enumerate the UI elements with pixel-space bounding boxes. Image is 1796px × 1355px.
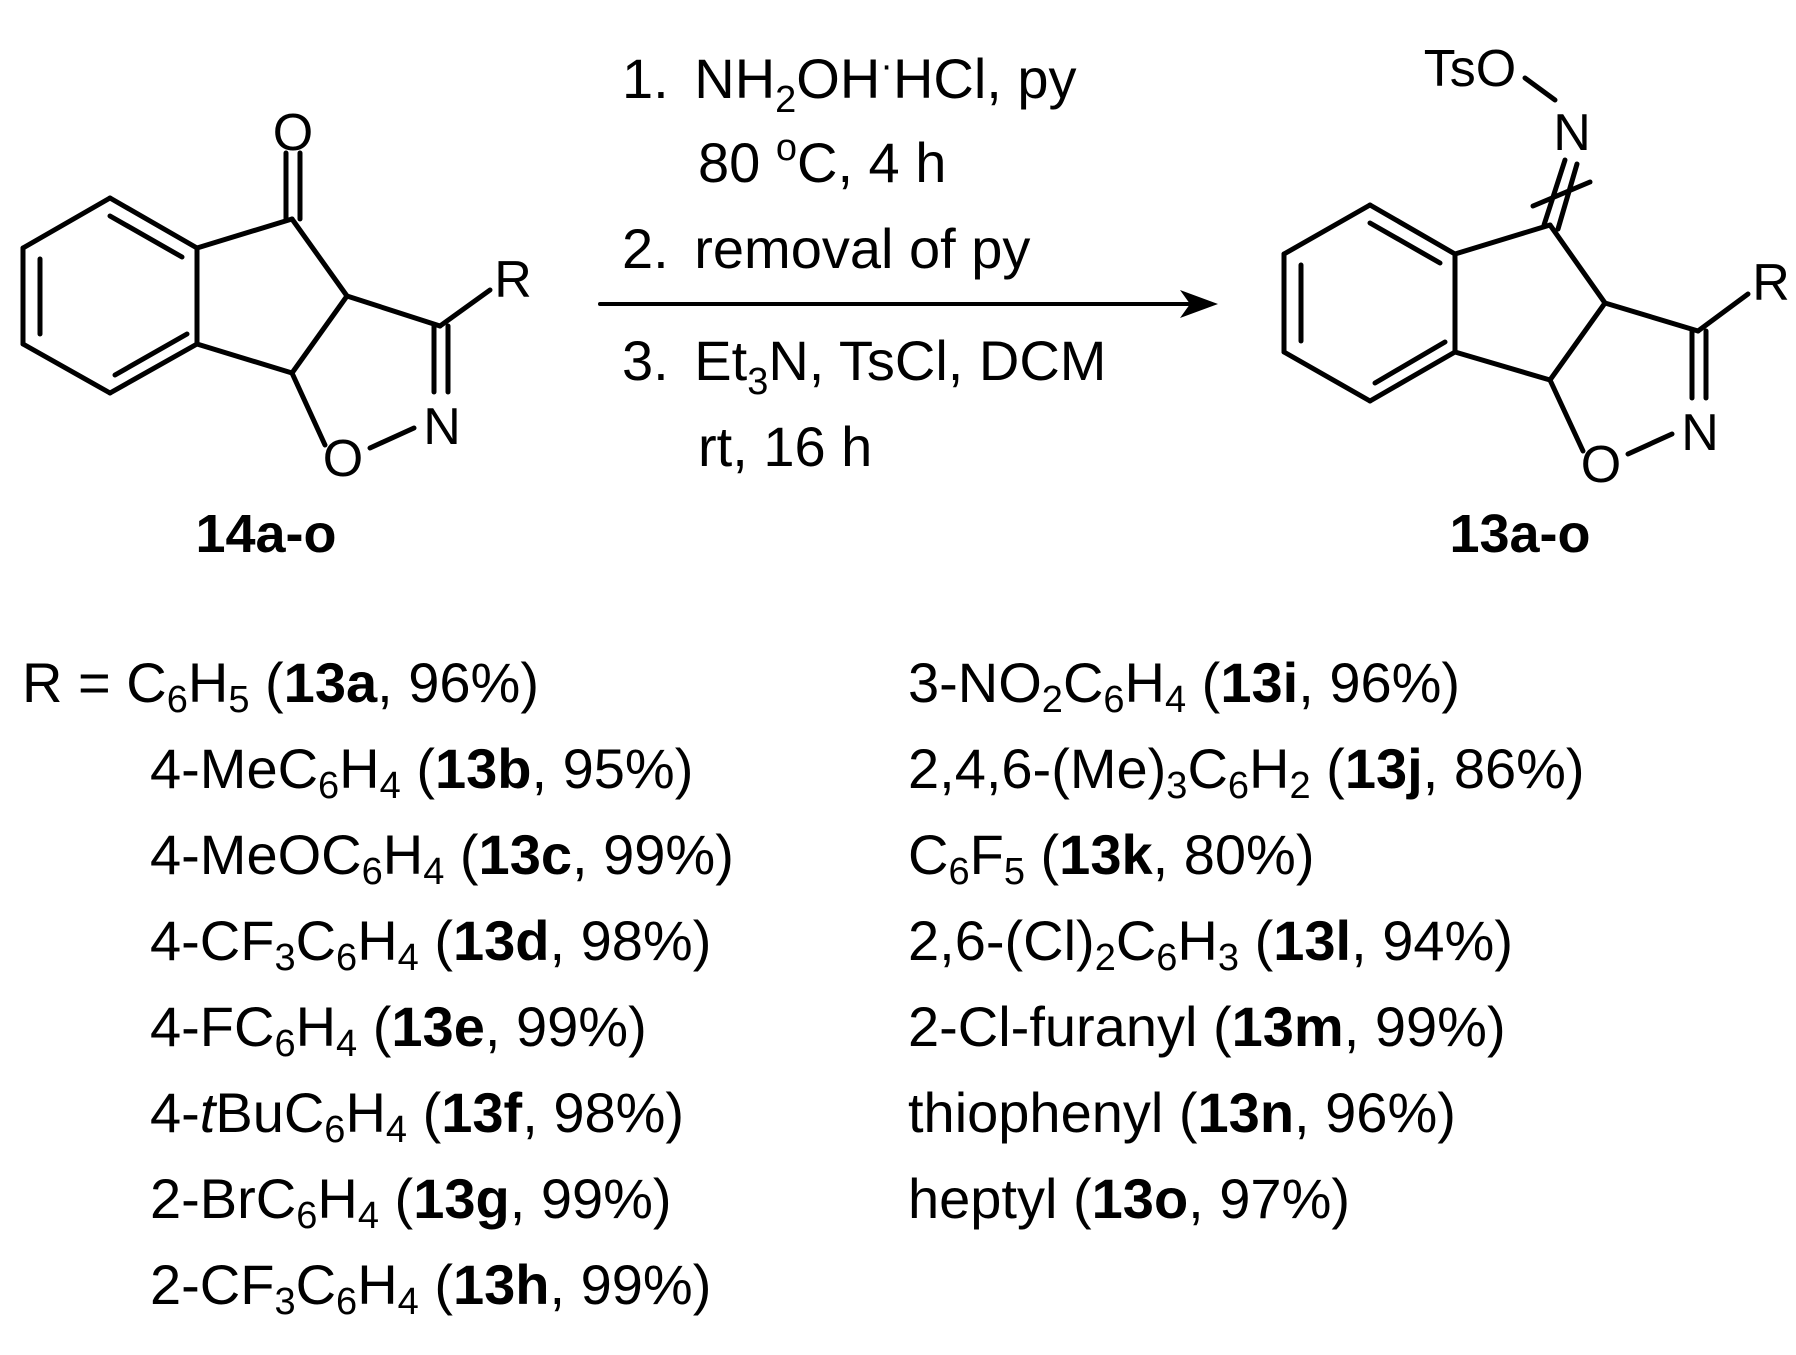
yield-value: 99%: [580, 1253, 693, 1316]
substituent-row-13n: thiophenyl (13n, 96%): [908, 1081, 1456, 1144]
condition-step-2: 2. removal of py: [622, 217, 1030, 280]
yield-value: 98%: [580, 909, 693, 972]
substituent-row-13d: 4-CF3C6H4 (13d, 98%): [150, 909, 712, 979]
product-structure: N TsO R N O: [1281, 40, 1790, 494]
product-R-group: R: [1752, 254, 1790, 312]
yield-value: 99%: [603, 823, 716, 886]
substituent-row-13l: 2,6-(Cl)2C6H3 (13l, 94%): [908, 909, 1513, 979]
compound-code: 13h: [453, 1253, 550, 1316]
substituent-formula: C6H5: [126, 651, 250, 721]
yield-value: 99%: [1374, 995, 1487, 1058]
substituent-column-right: 3-NO2C6H4 (13i, 96%) 2,4,6-(Me)3C6H2 (13j…: [908, 640, 1585, 1242]
substituent-formula: 3-NO2C6H4: [908, 651, 1187, 721]
substituent-formula: 4-tBuC6H4: [150, 1081, 408, 1151]
compound-code: 13f: [441, 1081, 523, 1144]
product-ring-oxygen: O: [1581, 436, 1621, 494]
condition-step-1-line-2: 80 oC, 4 h: [698, 127, 946, 194]
yield-value: 94%: [1382, 909, 1495, 972]
compound-code: 13k: [1059, 823, 1153, 886]
condition-step-3-line-2: rt, 16 h: [698, 415, 872, 478]
yield-value: 99%: [515, 995, 629, 1058]
compound-code: 13g: [413, 1167, 510, 1230]
yield-value: 96%: [1329, 651, 1442, 714]
substituent-formula: 4-FC6H4: [150, 995, 358, 1065]
product-label: 13a-o: [1449, 504, 1590, 564]
substituent-row-13j: 2,4,6-(Me)3C6H2 (13j, 86%): [908, 737, 1585, 807]
reactant-label: 14a-o: [195, 504, 336, 564]
yield-value: 86%: [1453, 737, 1566, 800]
compound-code: 13m: [1231, 995, 1344, 1058]
reactant-R-group: R: [494, 251, 532, 309]
condition-step-3: 3. Et3N, TsCl, DCM: [622, 329, 1106, 403]
product-tosyloxy-group: TsO: [1424, 40, 1516, 98]
compound-code: 13c: [478, 823, 572, 886]
substituent-column-left: R = C6H5 (13a, 96%)4-MeC6H4 (13b, 95%)4-…: [22, 640, 734, 1328]
yield-value: 98%: [553, 1081, 666, 1144]
substituent-formula: 2,4,6-(Me)3C6H2: [908, 737, 1311, 807]
compound-code: 13l: [1273, 909, 1352, 972]
substituent-row-13a: R = C6H5 (13a, 96%): [22, 651, 539, 721]
substituent-table: R = C6H5 (13a, 96%)4-MeC6H4 (13b, 95%)4-…: [0, 640, 1796, 1355]
reactant-benzene-ring: [20, 195, 200, 396]
compound-code: 13d: [453, 909, 550, 972]
substituent-row-13c: 4-MeOC6H4 (13c, 99%): [150, 823, 734, 893]
substituent-row-13e: 4-FC6H4 (13e, 99%): [150, 995, 647, 1065]
substituent-row-13f: 4-tBuC6H4 (13f, 98%): [150, 1081, 685, 1151]
yield-value: 99%: [540, 1167, 653, 1230]
compound-code: 13e: [391, 995, 485, 1058]
compound-code: 13a: [283, 651, 378, 714]
compound-code: 13o: [1091, 1167, 1189, 1230]
yield-value: 97%: [1219, 1167, 1332, 1230]
substituent-formula: 4-CF3C6H4: [150, 909, 419, 979]
substituent-row-13k: C6F5 (13k, 80%): [908, 823, 1315, 893]
reaction-conditions: 1. NH2OH·HCl, py 80 oC, 4 h 2. removal o…: [598, 45, 1218, 478]
substituent-row-13h: 2-CF3C6H4 (13h, 99%): [150, 1253, 712, 1323]
substituent-formula: thiophenyl: [908, 1081, 1164, 1144]
condition-step-1: 1. NH2OH·HCl, py: [622, 45, 1077, 121]
reaction-arrow: [598, 290, 1218, 318]
substituent-formula: C6F5: [908, 823, 1025, 893]
product-ring-nitrogen: N: [1681, 404, 1719, 462]
reactant-carbonyl-oxygen: O: [273, 104, 313, 162]
yield-value: 95%: [562, 737, 675, 800]
substituent-formula: 2,6-(Cl)2C6H3: [908, 909, 1240, 979]
compound-code: 13j: [1344, 737, 1423, 800]
substituent-formula: heptyl: [908, 1167, 1058, 1230]
compound-code: 13b: [434, 737, 532, 800]
product-benzene-ring: [1281, 202, 1458, 404]
reactant-structure: O R N O: [20, 104, 532, 488]
substituent-row-13g: 2-BrC6H4 (13g, 99%): [150, 1167, 672, 1237]
substituent-formula: 2-Cl-furanyl: [908, 995, 1198, 1058]
substituent-row-13i: 3-NO2C6H4 (13i, 96%): [908, 651, 1461, 721]
reactant-ring-nitrogen: N: [423, 398, 461, 456]
substituent-formula: 4-MeOC6H4: [150, 823, 445, 893]
compound-code: 13n: [1197, 1081, 1295, 1144]
substituent-formula: 2-BrC6H4: [150, 1167, 379, 1237]
yield-value: 80%: [1183, 823, 1296, 886]
yield-value: 96%: [408, 651, 521, 714]
yield-value: 96%: [1325, 1081, 1438, 1144]
substituent-formula: 4-MeC6H4: [150, 737, 401, 807]
compound-code: 13i: [1220, 651, 1299, 714]
substituent-row-13b: 4-MeC6H4 (13b, 95%): [150, 737, 694, 807]
product-oxime-nitrogen: N: [1553, 104, 1591, 162]
substituent-formula: 2-CF3C6H4: [150, 1253, 419, 1323]
substituent-row-13m: 2-Cl-furanyl (13m, 99%): [908, 995, 1506, 1058]
substituent-row-13o: heptyl (13o, 97%): [908, 1167, 1351, 1230]
reactant-ring-oxygen: O: [323, 430, 363, 488]
r-prefix: R =: [22, 651, 127, 714]
